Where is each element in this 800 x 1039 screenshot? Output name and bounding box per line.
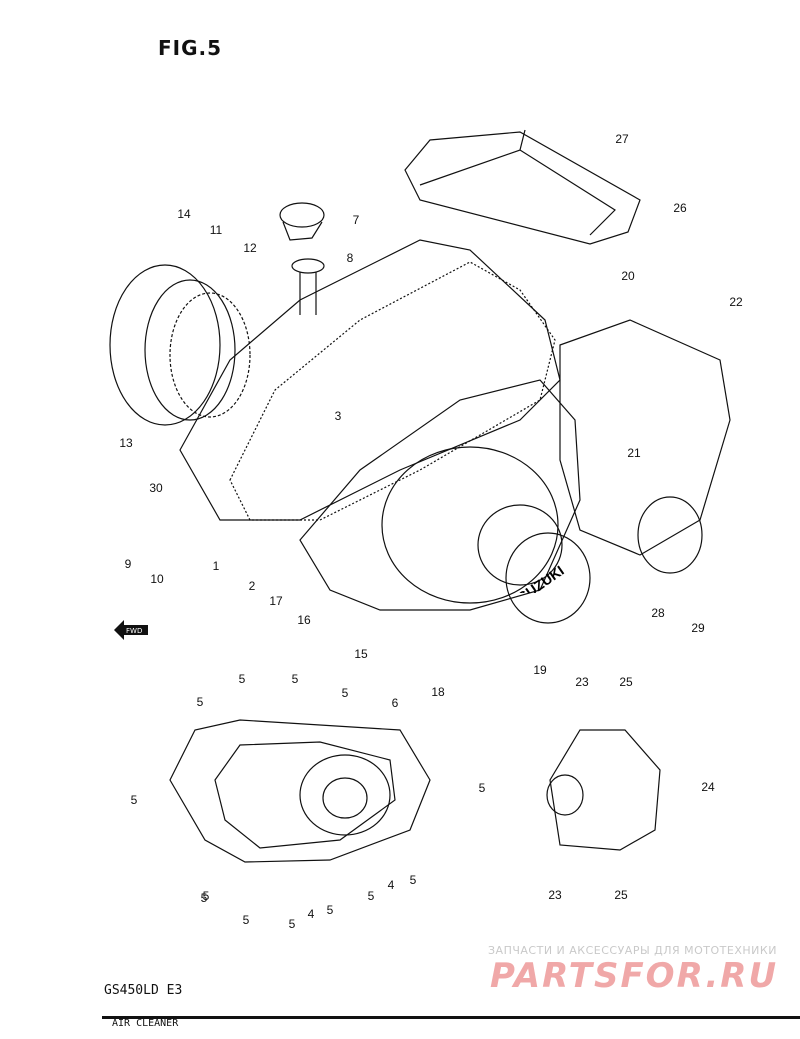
callout-number: 12: [243, 241, 257, 255]
callout-number: 5: [292, 672, 299, 686]
callout-number: 11: [210, 223, 223, 237]
callout-number: 5: [243, 913, 250, 927]
badge-text-layer: SUZUKI: [515, 563, 567, 593]
callout-number: 22: [729, 295, 743, 309]
figure-title: FIG.5: [158, 36, 223, 60]
clutch-cover-outline: [299, 379, 581, 611]
rotor-cover-drawing: [109, 264, 221, 426]
callout-number: 1: [213, 559, 220, 573]
callout-number: 5: [197, 695, 204, 709]
top-cover-drawing: [404, 131, 641, 245]
callout-number: 5: [327, 903, 334, 917]
callout-number: 2: [249, 579, 256, 593]
callout-number: 9: [125, 557, 132, 571]
clutch-dome: [381, 446, 559, 604]
callout-number: 10: [150, 572, 164, 586]
suzuki-badge-drawing: [505, 532, 591, 624]
callout-number: 7: [353, 213, 360, 227]
callout-number: 5: [203, 889, 210, 903]
callout-number: 5: [289, 917, 296, 931]
callout-number: 17: [269, 594, 283, 608]
callout-number: 21: [627, 446, 641, 460]
footer-text: AIR CLEANER: [112, 1018, 179, 1029]
callout-number: 5: [131, 793, 138, 807]
svg-text:SUZUKI: SUZUKI: [515, 563, 567, 593]
callout-number: 28: [651, 606, 665, 620]
callout-number: 5: [479, 781, 486, 795]
footer-bar: [102, 1016, 800, 1039]
generator-cover-drawing: [559, 319, 731, 556]
starter-cover-outline: [549, 729, 661, 851]
model-code: GS450LD E3: [104, 983, 183, 998]
svg-text:FWD: FWD: [126, 627, 142, 635]
inspection-cap-drawing: [637, 496, 703, 574]
lower-gasket-outline: [169, 719, 431, 863]
callout-number: 5: [410, 873, 417, 887]
callout-number: 15: [354, 647, 368, 661]
callout-number: 25: [619, 675, 633, 689]
callout-number: 27: [615, 132, 629, 146]
callout-number: 23: [548, 888, 562, 902]
callout-number: 30: [149, 481, 163, 495]
callout-number: 4: [308, 907, 315, 921]
crankcase-cover-outline: [179, 239, 561, 521]
callout-number: 18: [431, 685, 445, 699]
callout-number: 14: [177, 207, 191, 221]
callout-number: 4: [388, 878, 395, 892]
callout-number: 24: [701, 780, 715, 794]
watermark-logo: PARTSFOR.RU: [490, 956, 779, 996]
callout-number: 13: [119, 436, 133, 450]
callout-number: 8: [347, 251, 354, 265]
callout-number: 5: [239, 672, 246, 686]
callout-number: 25: [614, 888, 628, 902]
callout-number: 23: [575, 675, 589, 689]
callout-number: 19: [533, 663, 547, 677]
callout-number: 5: [342, 686, 349, 700]
callout-number: 3: [335, 409, 342, 423]
callout-number: 29: [691, 621, 705, 635]
callout-number: 26: [673, 201, 687, 215]
callout-number: 5: [201, 891, 208, 905]
callout-number: 5: [368, 889, 375, 903]
watermark-text: ЗАПЧАСТИ И АКСЕССУАРЫ ДЛЯ МОТОТЕХНИКИ: [488, 944, 777, 957]
gasket-outline: [229, 261, 556, 521]
oil-cap-drawing: [279, 202, 325, 228]
callout-number: 6: [392, 696, 399, 710]
callout-number: 16: [297, 613, 311, 627]
callout-labels: 1411127827262022313302191012171615181928…: [119, 132, 743, 931]
callout-number: 20: [621, 269, 635, 283]
fwd-arrow-icon: FWD: [114, 620, 148, 640]
